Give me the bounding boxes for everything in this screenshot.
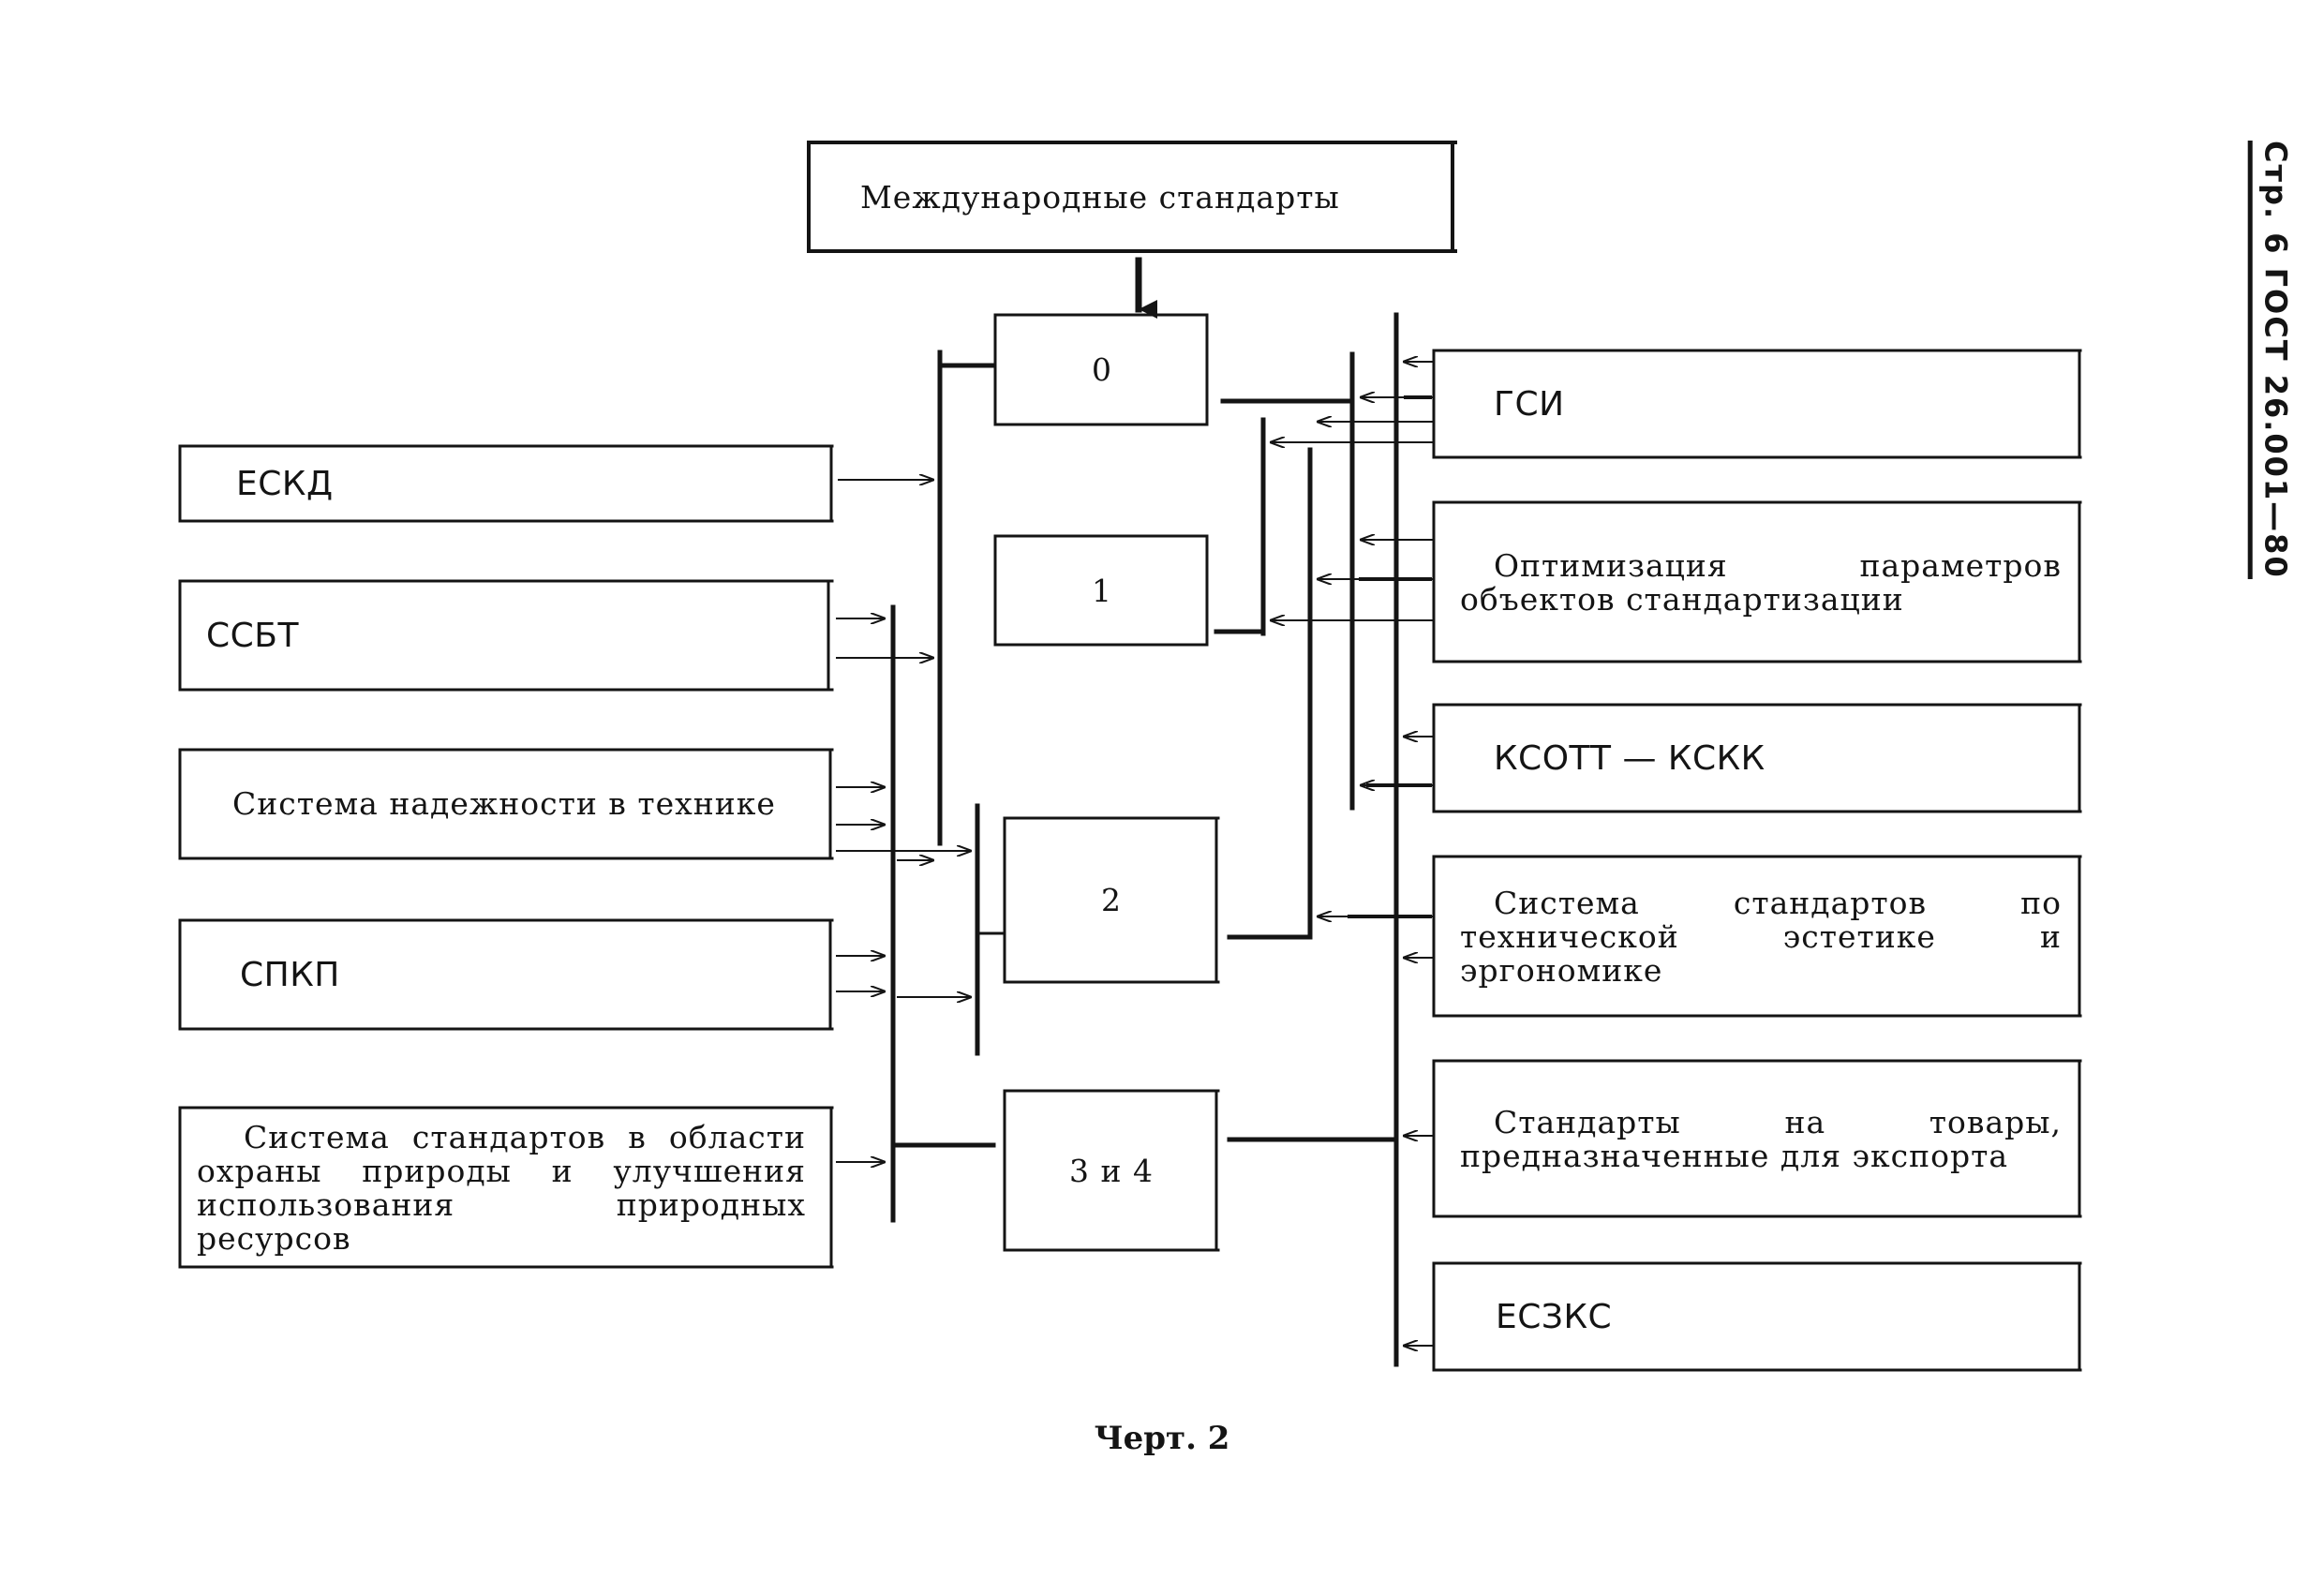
- box-frame-top: [807, 141, 1457, 253]
- box-label: ЕСЗКС: [1496, 1298, 1613, 1336]
- box-label: Система стандартов в области охраны прир…: [197, 1118, 806, 1257]
- box-label: Система надежности в технике: [232, 785, 776, 822]
- box-frame-aesthetics: [1432, 855, 2082, 1018]
- box-frame-3-4: [1003, 1089, 1220, 1252]
- box-label: ГСИ: [1494, 385, 1565, 424]
- box-3-4: 3 и 4: [1007, 1094, 1215, 1248]
- box-label: СПКП: [240, 956, 340, 994]
- figure-caption: Черт. 2: [1094, 1420, 1230, 1457]
- box-eszks: ЕСЗКС: [1438, 1266, 2078, 1369]
- box-1: 1: [998, 539, 1206, 644]
- box-frame-0: [993, 313, 1209, 426]
- box-2: 2: [1007, 821, 1215, 980]
- box-label: Оптимизация параметров объектов стандарт…: [1460, 547, 2062, 618]
- box-frame-spkp: [178, 918, 834, 1031]
- box-international-standards: Международные стандарты: [812, 146, 1451, 249]
- box-ksott: КСОТТ — КСКК: [1438, 708, 2078, 811]
- box-spkp: СПКП: [184, 923, 828, 1028]
- box-frame-2: [1003, 816, 1220, 984]
- box-frame-ssbt: [178, 579, 834, 692]
- box-reliability: Система надежности в технике: [184, 752, 828, 856]
- box-frame-export: [1432, 1059, 2082, 1218]
- box-label: 1: [1092, 573, 1112, 609]
- box-eskd: ЕСКД: [184, 449, 828, 520]
- box-aesthetics: Система стандартов по технической эстети…: [1438, 859, 2078, 1015]
- box-label: 2: [1101, 882, 1122, 918]
- box-label: 0: [1092, 351, 1112, 388]
- box-frame-optimization: [1432, 500, 2082, 663]
- box-export: Стандарты на товары, предназначенные для…: [1438, 1064, 2078, 1215]
- box-optimization: Оптимизация параметров объектов стандарт…: [1438, 505, 2078, 661]
- box-ssbt: ССБТ: [184, 584, 827, 689]
- box-label: 3 и 4: [1069, 1152, 1154, 1189]
- box-label: КСОТТ — КСКК: [1494, 739, 1765, 778]
- page-header-vertical: Стр. 6 ГОСТ 26.001—80: [2248, 141, 2294, 579]
- box-frame-gsi: [1432, 349, 2082, 459]
- box-label: Стандарты на товары, предназначенные для…: [1460, 1104, 2062, 1174]
- box-label: ССБТ: [206, 617, 299, 655]
- box-0: 0: [998, 318, 1206, 423]
- box-frame-1: [993, 534, 1209, 647]
- box-frame-eskd: [178, 444, 834, 523]
- box-frame-eszks: [1432, 1261, 2082, 1372]
- box-label: Система стандартов по технической эстети…: [1460, 885, 2062, 989]
- box-label: ЕСКД: [236, 465, 334, 503]
- box-frame-reliability: [178, 748, 834, 860]
- box-gsi: ГСИ: [1438, 353, 2078, 456]
- box-frame-nature: [178, 1106, 834, 1269]
- box-frame-ksott: [1432, 703, 2082, 813]
- box-nature: Система стандартов в области охраны прир…: [184, 1110, 828, 1265]
- box-label: Международные стандарты: [860, 179, 1340, 216]
